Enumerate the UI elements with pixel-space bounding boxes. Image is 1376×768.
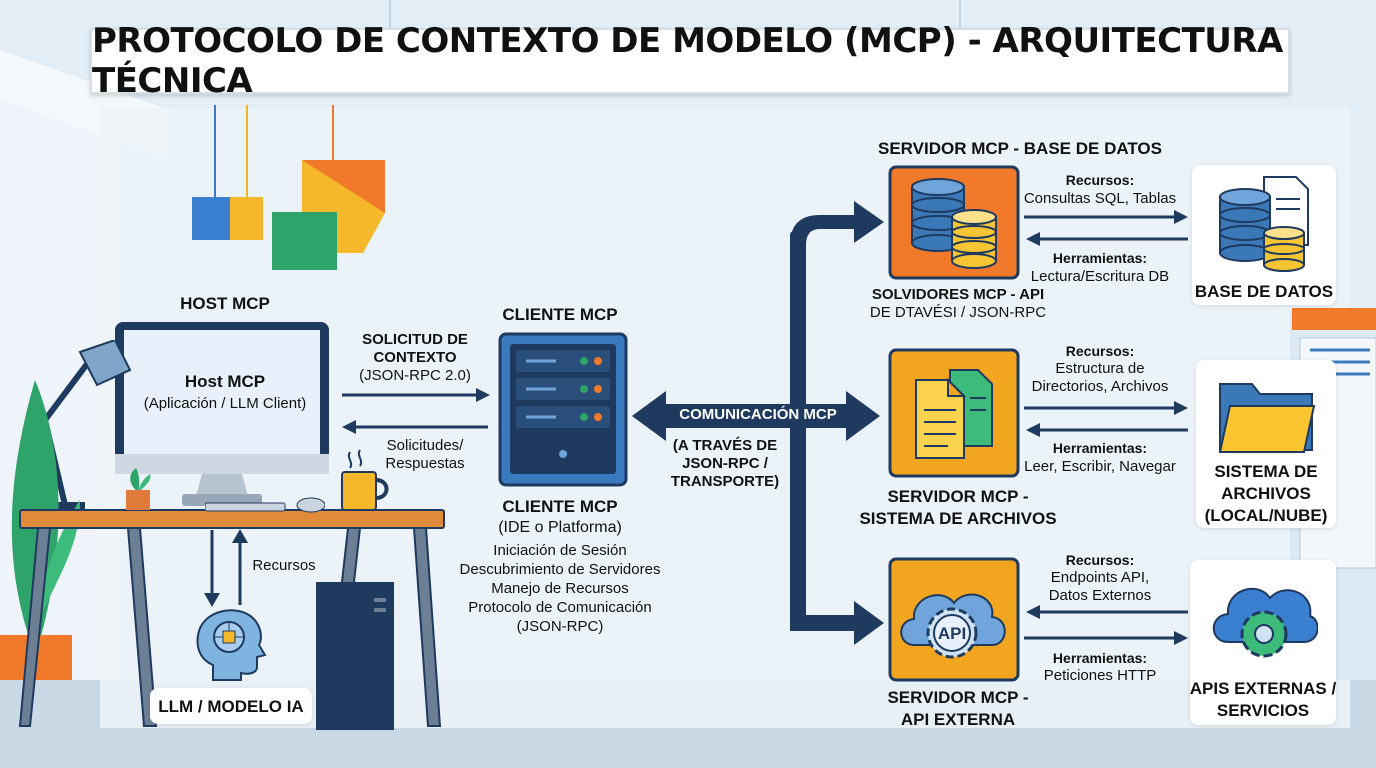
communication-arrows: [632, 201, 884, 645]
database-target-icon: [1219, 176, 1309, 272]
filesystem-target-line1: SISTEMA DE: [1214, 462, 1318, 481]
host-heading: HOST MCP: [180, 294, 270, 313]
fs-server-caption-line2: SISTEMA DE ARCHIVOS: [859, 509, 1057, 528]
resources-label: Recursos: [252, 557, 316, 574]
request-label-line2: CONTEXTO: [373, 349, 457, 366]
client-subtitle: (IDE o Platforma): [498, 519, 622, 536]
database-server-icon: [888, 165, 1020, 280]
fs-resources-line1: Estructura de: [1055, 360, 1145, 377]
fs-server-caption-line1: SERVIDOR MCP -: [887, 487, 1029, 506]
api-resources-line1: Endpoints API,: [1050, 569, 1150, 586]
communication-label: COMUNICACIÓN MCP: [679, 406, 837, 423]
diagram-title: PROTOCOLO DE CONTEXTO DE MODELO (MCP) - …: [92, 21, 1283, 101]
database-target-label: BASE DE DATOS: [1194, 282, 1334, 301]
db-server-caption-line1: SOLVIDORES MCP - API: [871, 286, 1045, 303]
external-apis-line2: SERVICIOS: [1216, 701, 1310, 720]
request-label-line3: (JSON-RPC 2.0): [359, 367, 471, 384]
client-feature: Descubrimiento de Servidores: [459, 561, 661, 578]
api-tools-title: Herramientas:: [1052, 650, 1148, 666]
client-feature: Protocolo de Comunicación: [468, 599, 652, 616]
client-feature: (JSON-RPC): [516, 618, 604, 635]
fs-server-arrows: [1024, 401, 1188, 437]
llm-label-card: [150, 688, 312, 724]
filesystem-target-line2: ARCHIVOS: [1221, 484, 1311, 503]
server-rack-icon: [498, 332, 628, 487]
db-resources-title: Recursos:: [1065, 172, 1135, 188]
communication-via-line1: (A TRAVÉS DE: [672, 437, 778, 454]
fs-resources-title: Recursos:: [1065, 343, 1135, 359]
response-label-line1: Solicitudes/: [386, 437, 464, 454]
db-resources-text: Consultas SQL, Tablas: [1023, 190, 1177, 207]
response-label-line2: Respuestas: [385, 455, 465, 472]
db-tools-title: Herramientas:: [1052, 250, 1148, 266]
db-server-arrows: [1024, 210, 1188, 246]
db-server-caption-line2: DE DTAVÉSI / JSON-RPC: [869, 304, 1047, 321]
host-llm-arrows: [204, 529, 248, 607]
desk-icon: [18, 509, 445, 730]
brain-ai-icon: [196, 609, 267, 681]
api-server-caption-line2: API EXTERNA: [900, 710, 1016, 729]
api-server-icon: [888, 557, 1020, 682]
db-server-heading: SERVIDOR MCP - BASE DE DATOS: [877, 139, 1162, 158]
monitor-icon: [115, 322, 329, 506]
api-server-caption-line1: SERVIDOR MCP -: [887, 688, 1029, 707]
api-resources-title: Recursos:: [1065, 552, 1135, 568]
client-heading: CLIENTE MCP: [502, 305, 618, 324]
communication-via-line2: JSON-RPC /: [682, 455, 768, 472]
external-apis-line1: APIS EXTERNAS /: [1189, 679, 1337, 698]
desk-lamp-icon: [42, 340, 132, 512]
api-icon-text: API: [937, 624, 967, 643]
request-label-line1: SOLICITUD DE: [362, 331, 468, 348]
communication-via-line3: TRANSPORTE): [670, 473, 780, 490]
api-server-arrows: [1024, 605, 1188, 645]
host-screen-title: Host MCP: [184, 372, 266, 391]
db-tools-text: Lectura/Escritura DB: [1030, 268, 1170, 285]
fs-tools-text: Leer, Escribir, Navegar: [1024, 458, 1176, 475]
api-tools-text: Peticiones HTTP: [1043, 667, 1157, 684]
folder-icon: [1218, 383, 1316, 453]
client-feature: Manejo de Recursos: [491, 580, 629, 597]
client-feature: Iniciación de Sesión: [493, 542, 627, 559]
fs-resources-line2: Directorios, Archivos: [1031, 378, 1169, 395]
llm-model-label: LLM / MODELO IA: [158, 697, 304, 716]
filesystem-target-line3: (LOCAL/NUBE): [1204, 506, 1328, 525]
keyboard-mouse-icon: [205, 497, 325, 513]
fs-tools-title: Herramientas:: [1052, 440, 1148, 456]
host-screen-subtitle: (Aplicación / LLM Client): [143, 395, 307, 412]
api-resources-line2: Datos Externos: [1048, 587, 1152, 604]
decorative-squares: [192, 105, 385, 270]
filesystem-server-icon: [888, 348, 1020, 478]
client-name: CLIENTE MCP: [502, 497, 618, 516]
host-client-arrows: [342, 388, 490, 434]
title-banner: PROTOCOLO DE CONTEXTO DE MODELO (MCP) - …: [90, 21, 1290, 101]
cloud-gear-icon: [1212, 587, 1318, 658]
potted-plant-icon: [126, 468, 151, 510]
coffee-mug-icon: [341, 449, 389, 511]
